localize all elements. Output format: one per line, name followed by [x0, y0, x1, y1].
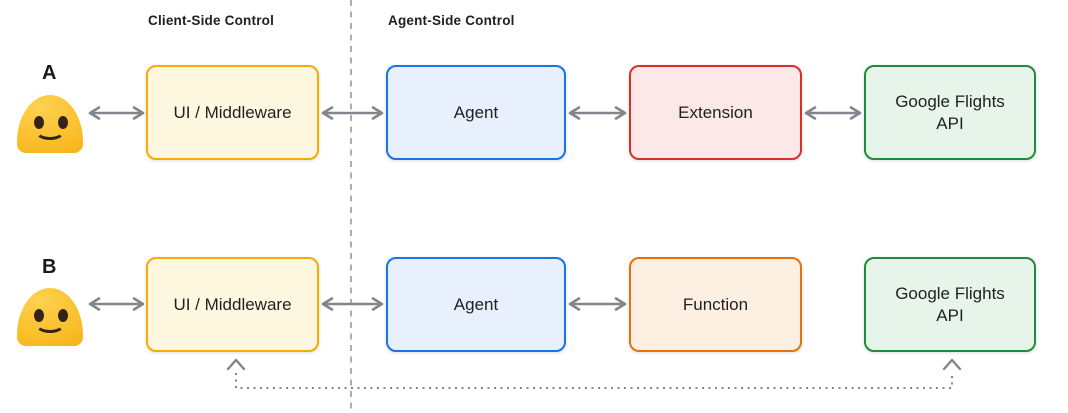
box-function-b: Function [629, 257, 802, 352]
arrow-a-extension-api-icon [804, 106, 862, 120]
emoji-left-eye [34, 116, 44, 129]
box-agent-a: Agent [386, 65, 566, 160]
arrow-a-agent-extension-icon [568, 106, 627, 120]
box-label: Function [682, 294, 749, 314]
emoji-smile [35, 122, 65, 140]
arrow-a-ui-agent-icon [321, 106, 384, 120]
box-label: Extension [678, 102, 753, 122]
feedback-up-arrowhead-right-icon [942, 358, 962, 371]
box-ui-middleware-a: UI / Middleware [146, 65, 319, 160]
zone-label-agent-side: Agent-Side Control [388, 13, 515, 28]
box-label: Agent [453, 102, 499, 122]
row-label-a: A [42, 62, 57, 84]
box-google-flights-api-b: Google Flights API [864, 257, 1036, 352]
box-extension-a: Extension [629, 65, 802, 160]
feedback-dotted-path [235, 373, 953, 389]
arrow-b-user-ui-icon [88, 297, 145, 311]
emoji-right-eye [58, 116, 68, 129]
box-label: Google Flights API [895, 92, 1005, 133]
row-label-b: B [42, 256, 57, 278]
feedback-up-arrowhead-left-icon [226, 358, 246, 371]
emoji-smile [35, 315, 65, 333]
arrow-a-user-ui-icon [88, 106, 145, 120]
arrow-b-agent-function-icon [568, 297, 627, 311]
box-agent-b: Agent [386, 257, 566, 352]
box-label: Agent [453, 294, 499, 314]
zone-label-client-side: Client-Side Control [148, 13, 275, 28]
box-label: UI / Middleware [173, 102, 292, 122]
box-label: Google Flights API [895, 284, 1005, 325]
box-ui-middleware-b: UI / Middleware [146, 257, 319, 352]
box-label: UI / Middleware [173, 294, 292, 314]
emoji-right-eye [58, 309, 68, 322]
arrow-b-ui-agent-icon [321, 297, 384, 311]
emoji-left-eye [34, 309, 44, 322]
box-google-flights-api-a: Google Flights API [864, 65, 1036, 160]
